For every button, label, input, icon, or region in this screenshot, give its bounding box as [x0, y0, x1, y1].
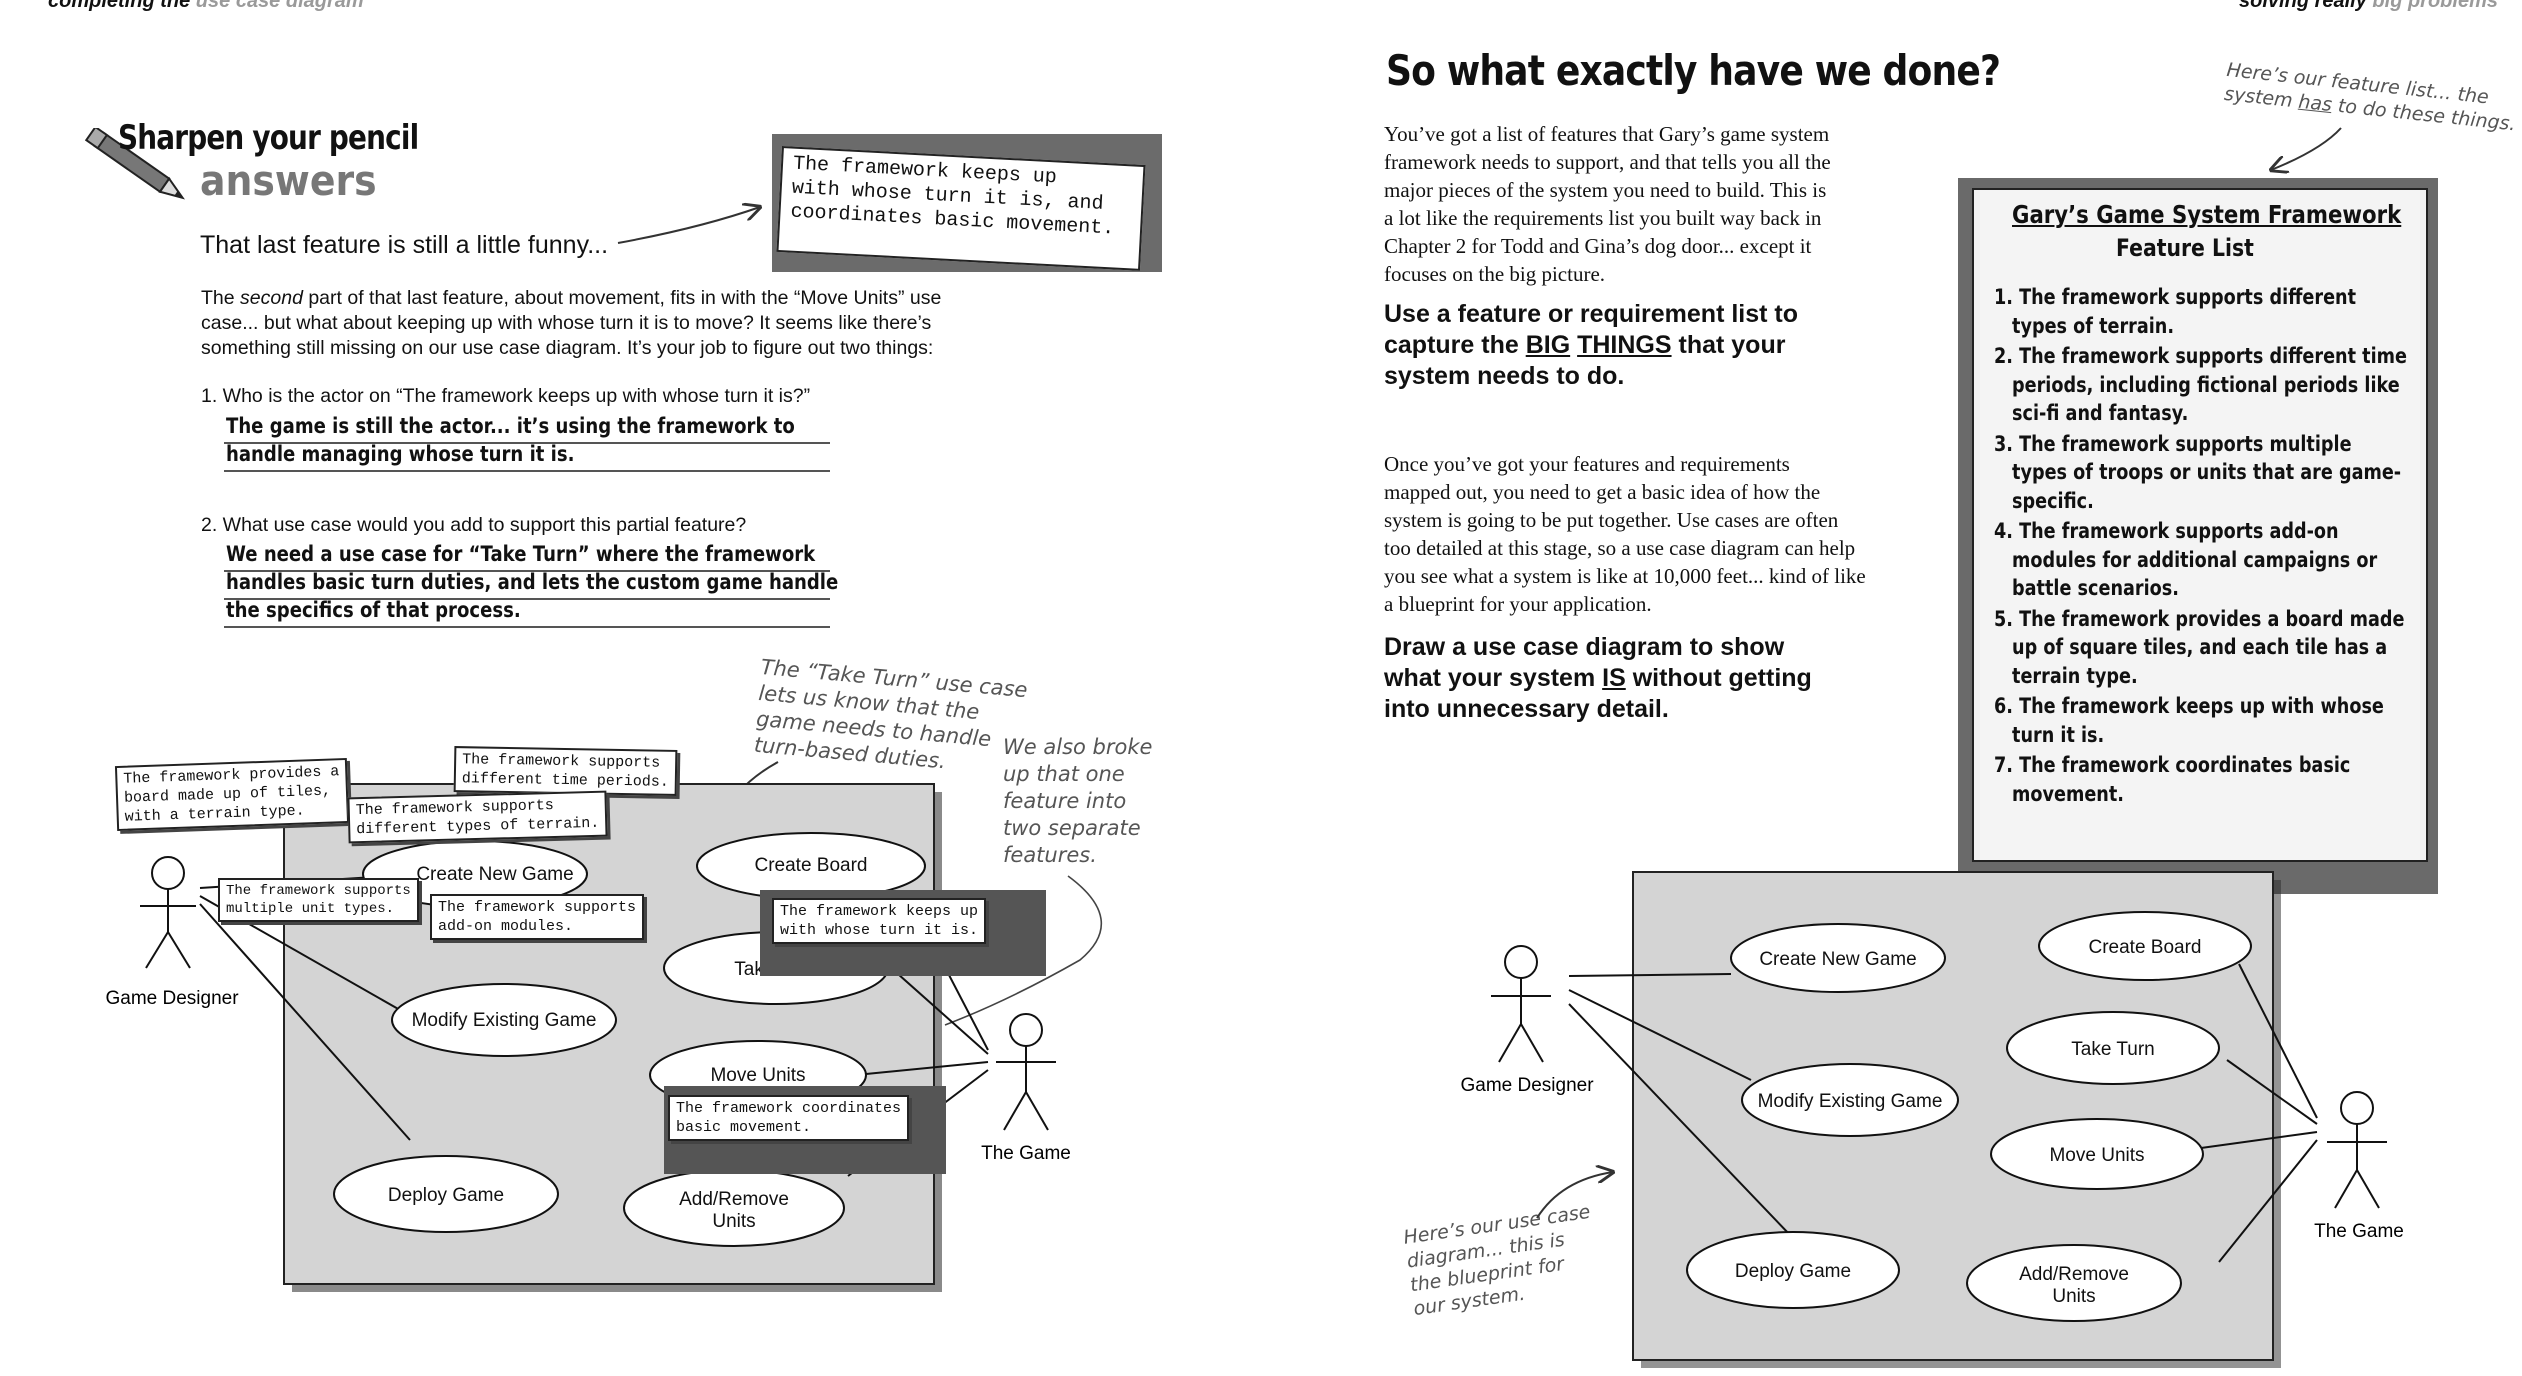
actor-the-game-right [2327, 1091, 2387, 1209]
svg-text:Game Designer: Game Designer [1460, 1075, 1594, 1096]
sharpen-subtitle: answers [200, 156, 377, 205]
svg-text:The Game: The Game [981, 1143, 1071, 1164]
page-title: So what exactly have we done? [1386, 46, 2001, 95]
card-terrain: The framework supports different types o… [347, 790, 608, 844]
running-head-left: completing the use case diagram [48, 0, 364, 12]
svg-text:Add/Remove: Add/Remove [2019, 1264, 2129, 1285]
svg-text:Game Designer: Game Designer [105, 988, 239, 1009]
card-time-periods: The framework supports different time pe… [453, 746, 678, 796]
uc-modify-existing-game-right [1741, 1063, 1959, 1137]
feature-list-title: Gary’s Game System Framework [2012, 200, 2402, 229]
svg-text:Create New Game: Create New Game [416, 864, 573, 885]
card-board: The framework provides a board made up o… [114, 757, 350, 832]
svg-text:Move Units: Move Units [2049, 1145, 2144, 1166]
svg-text:Modify Existing Game: Modify Existing Game [412, 1010, 597, 1031]
actor-the-game-left [996, 1013, 1056, 1131]
running-head-right: solving really big problems [2239, 0, 2498, 12]
card-turn: The framework keeps up with whose turn i… [772, 898, 987, 944]
svg-text:Create New Game: Create New Game [1759, 949, 1916, 970]
svg-text:Take Turn: Take Turn [2071, 1039, 2154, 1060]
svg-text:The Game: The Game [2314, 1221, 2404, 1242]
card-unit-types: The framework supports multiple unit typ… [218, 878, 419, 922]
feature-item-2: 2. The framework supports different time… [1994, 344, 2407, 426]
note-broke-features: We also broke up that one feature into t… [1003, 735, 1153, 867]
uc-modify-existing-game-left [391, 983, 617, 1057]
answer-1: The game is still the actor... it’s usin… [226, 414, 795, 466]
actor-game-designer-left [140, 856, 196, 969]
paragraph-1: You’ve got a list of features that Gary’… [1384, 122, 1831, 286]
answer-2: We need a use case for “Take Turn” where… [226, 542, 839, 622]
uc-deploy-game-left [333, 1155, 559, 1233]
question-2: 2. What use case would you add to suppor… [201, 514, 747, 536]
svg-text:Deploy Game: Deploy Game [1735, 1261, 1851, 1282]
svg-text:Create Board: Create Board [2088, 937, 2201, 958]
svg-text:Deploy Game: Deploy Game [388, 1185, 504, 1206]
key-point-2: Draw a use case diagram to show what you… [1384, 633, 1812, 723]
uc-take-turn-right [2006, 1011, 2220, 1085]
right-use-case-diagram: Create New Game Create Board Take Turn M… [1460, 127, 2404, 1368]
intro-line: That last feature is still a little funn… [200, 231, 609, 259]
card-movement: The framework coordinates basic movement… [668, 1095, 910, 1141]
uc-add-remove-right [1966, 1244, 2182, 1322]
svg-text:Modify Existing Game: Modify Existing Game [1758, 1091, 1943, 1112]
body-text: The second part of that last feature, ab… [201, 287, 942, 359]
card-addons: The framework supports add-on modules. [430, 894, 645, 940]
actor-game-designer-right [1491, 945, 1551, 1063]
paragraph-2: Once you’ve got your features and requir… [1384, 452, 1866, 616]
svg-text:Add/Remove: Add/Remove [679, 1189, 789, 1210]
feature-list-subtitle: Feature List [2116, 234, 2254, 262]
uc-create-board-right [2038, 911, 2252, 981]
svg-text:Move Units: Move Units [710, 1065, 805, 1086]
left-use-case-diagram: Create New Game Create Board Take Turn M… [105, 0, 1103, 1292]
key-point-1: Use a feature or requirement list to cap… [1384, 300, 1799, 390]
svg-text:Create Board: Create Board [754, 855, 867, 876]
question-1: 1. Who is the actor on “The framework ke… [201, 385, 811, 407]
uc-deploy-game-right [1686, 1231, 1900, 1309]
uc-move-units-right [1990, 1118, 2204, 1190]
svg-text:Units: Units [2052, 1286, 2095, 1307]
uc-create-new-game-right [1730, 923, 1946, 993]
feature-list-card: Gary’s Game System Framework Feature Lis… [1972, 188, 2428, 862]
sharpen-title: Sharpen your pencil [118, 118, 419, 158]
svg-text:Units: Units [712, 1211, 755, 1232]
pencil-icon [84, 128, 185, 200]
callout-arrow [617, 207, 760, 244]
